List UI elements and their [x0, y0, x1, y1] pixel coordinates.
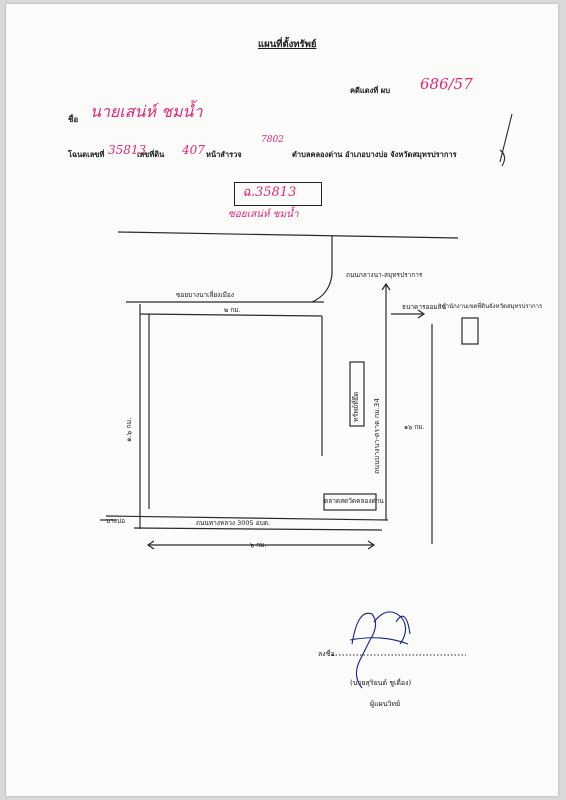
- main-road-top: [105, 515, 389, 521]
- bottom-distance-label: ๖ กม.: [250, 541, 267, 549]
- signer-role: ผู้แผนวิทย์: [370, 700, 401, 708]
- boxed-deed-number: ฉ.35813: [242, 185, 297, 200]
- right-road-arrow: [381, 282, 391, 291]
- bank-label: ธนาคารออมสิน: [402, 303, 447, 311]
- office-label: สำนักงานเขตที่ดินจังหวัดสมุทรปราการ: [442, 303, 543, 310]
- signer-name: (นายสุริยนต์ ชูเดื่อง): [350, 679, 412, 687]
- main-road-label: ถนนทางหลวง 3005 อบต.: [196, 519, 271, 527]
- survey-number: 7802: [261, 135, 284, 145]
- deed-label: โฉนดเลขที่: [68, 150, 105, 159]
- soi-handwritten-label: ซอยเสน่ห์ ชมน้ำ: [228, 209, 299, 220]
- left-distance-label: ๑.๖ กม.: [125, 417, 133, 442]
- property-box: [349, 361, 365, 427]
- top-road-line: [117, 231, 459, 239]
- soi-inner-line: [139, 313, 323, 317]
- land-label: เลขที่ดิน: [137, 150, 165, 159]
- top-road-label: ถนนกลางนา-สมุทรปราการ: [346, 271, 423, 279]
- location-text: ตำบลคลองด่าน อำเภอบางบ่อ จังหวัดสมุทรปรา…: [292, 150, 457, 159]
- owner-name: นายเสน่ห์ ชมน้ำ: [90, 102, 203, 121]
- main-road-bottom: [133, 527, 383, 531]
- market-box: [323, 493, 377, 511]
- bank-pointer-arrow: [417, 309, 426, 319]
- case-label: คดีแดงที่ ผบ: [350, 86, 390, 95]
- market-label: ตลาดสดวัดคลองด่าน: [324, 497, 384, 505]
- location-map: [100, 113, 513, 689]
- sign-label: ลงชื่อ: [318, 650, 335, 658]
- document-page: แผนที่ตั้งทรัพย์ คดีแดงที่ ผบ 686/57 ชื่…: [6, 4, 558, 796]
- junction-curve: [311, 236, 333, 303]
- bottom-arrow-right: [367, 540, 376, 550]
- deed-number: 35813: [108, 143, 147, 157]
- signature-scribble: [349, 611, 411, 689]
- right-distance-label: ๑๖ กม.: [404, 423, 425, 431]
- corner-mark: [499, 113, 513, 167]
- survey-label: หน้าสำรวจ: [206, 150, 242, 159]
- bangbo-label: บางบ่อ: [106, 517, 125, 525]
- boxed-deed-frame: [234, 182, 322, 206]
- land-number: 407: [182, 143, 205, 157]
- office-box: [461, 317, 479, 345]
- case-number: 686/57: [420, 75, 473, 93]
- name-label: ชื่อ: [68, 115, 79, 124]
- document-title: แผนที่ตั้งทรัพย์: [258, 39, 317, 50]
- property-label: ทรัพย์ที่ยึด: [352, 391, 360, 422]
- right-road-label: ถนนบางนา-ตราด กม.34: [373, 398, 381, 474]
- soi-left-label: ซอยบางนาเลี่ยงเมือง: [176, 291, 234, 299]
- bottom-arrow-left: [146, 540, 155, 550]
- top-distance-label: ๒ กม.: [224, 306, 241, 314]
